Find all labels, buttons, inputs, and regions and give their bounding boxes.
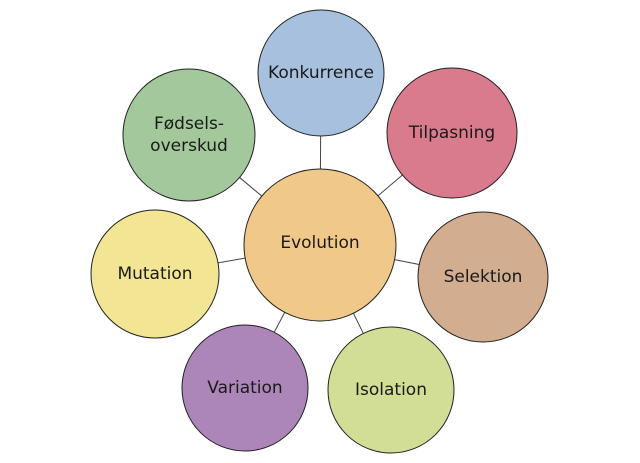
node-circle-mutation <box>90 209 220 339</box>
connector-variation <box>273 312 286 333</box>
connector-isolation <box>352 313 364 334</box>
connector-mutation <box>217 257 246 264</box>
node-label-selektion: Selektion <box>444 267 523 287</box>
node-circle-isolation <box>327 326 455 454</box>
node-label-tilpasning: Tilpasning <box>408 123 495 143</box>
node-circle-tilpasning <box>386 67 518 199</box>
node-foedselsoverskud: Fødsels-overskud <box>122 68 256 202</box>
node-variation: Variation <box>181 324 309 452</box>
node-circle-selektion <box>417 211 549 343</box>
node-label-foedselsoverskud: Fødsels- <box>154 114 224 134</box>
center-circle <box>243 168 397 322</box>
node-label-variation: Variation <box>207 378 282 398</box>
node-selektion: Selektion <box>417 211 549 343</box>
node-label-konkurrence: Konkurrence <box>268 63 374 83</box>
center-node: Evolution <box>243 168 397 322</box>
node-label-isolation: Isolation <box>355 380 427 400</box>
node-circle-konkurrence <box>257 9 385 137</box>
center-label: Evolution <box>280 233 359 253</box>
node-label-foedselsoverskud: overskud <box>150 136 228 156</box>
connector-tilpasning <box>377 174 403 197</box>
node-circle-variation <box>181 324 309 452</box>
node-konkurrence: Konkurrence <box>257 9 385 137</box>
node-circle-foedselsoverskud <box>122 68 256 202</box>
connectors <box>217 135 420 334</box>
connector-foedselsoverskud <box>239 177 263 197</box>
node-label-mutation: Mutation <box>117 264 192 284</box>
node-mutation: Mutation <box>90 209 220 339</box>
node-tilpasning: Tilpasning <box>386 67 518 199</box>
node-isolation: Isolation <box>327 326 455 454</box>
connector-selektion <box>394 259 420 265</box>
